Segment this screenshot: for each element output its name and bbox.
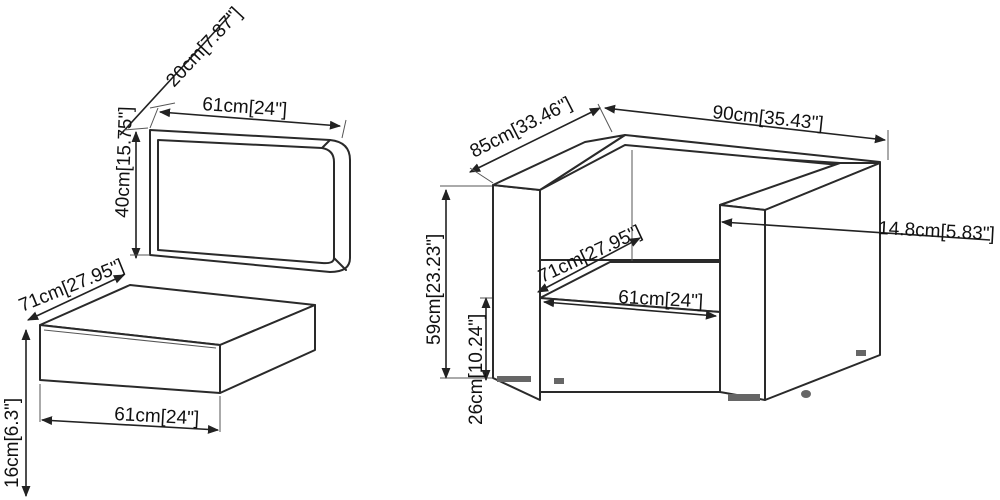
back-cushion-width-dimension: 61cm[24"] <box>149 94 347 139</box>
seat-cushion-width-label: 61cm[24"] <box>114 404 200 429</box>
seat-cushion-height-dimension: 16cm[6.3"] <box>2 328 31 498</box>
chair-height-label: 59cm[23.23"] <box>424 234 445 345</box>
chair-height-dimension: 59cm[23.23"] <box>424 185 492 380</box>
chair-seat-height-dimension: 26cm[10.24"] <box>466 296 492 425</box>
seat-cushion-width-dimension: 61cm[24"] <box>39 384 221 434</box>
chair-seat-height-label: 26cm[10.24"] <box>466 314 487 425</box>
chair-seat-width-dimension: 61cm[24"] <box>542 287 718 320</box>
back-cushion-height-dimension: 40cm[15.75"] <box>112 106 150 260</box>
back-cushion-height-label: 40cm[15.75"] <box>112 106 137 218</box>
seat-cushion-height-label: 16cm[6.3"] <box>2 398 23 488</box>
seat-cushion <box>39 284 316 394</box>
back-cushion-depth-label: 20cm[7.87"] <box>162 3 246 91</box>
chair-seat-width-label: 61cm[24"] <box>618 287 704 312</box>
chair-arm-width-label: 14.8cm[5.83"] <box>878 218 996 245</box>
back-cushion <box>149 129 351 273</box>
armchair <box>492 134 881 401</box>
chair-width-label: 90cm[35.43"] <box>711 102 824 135</box>
